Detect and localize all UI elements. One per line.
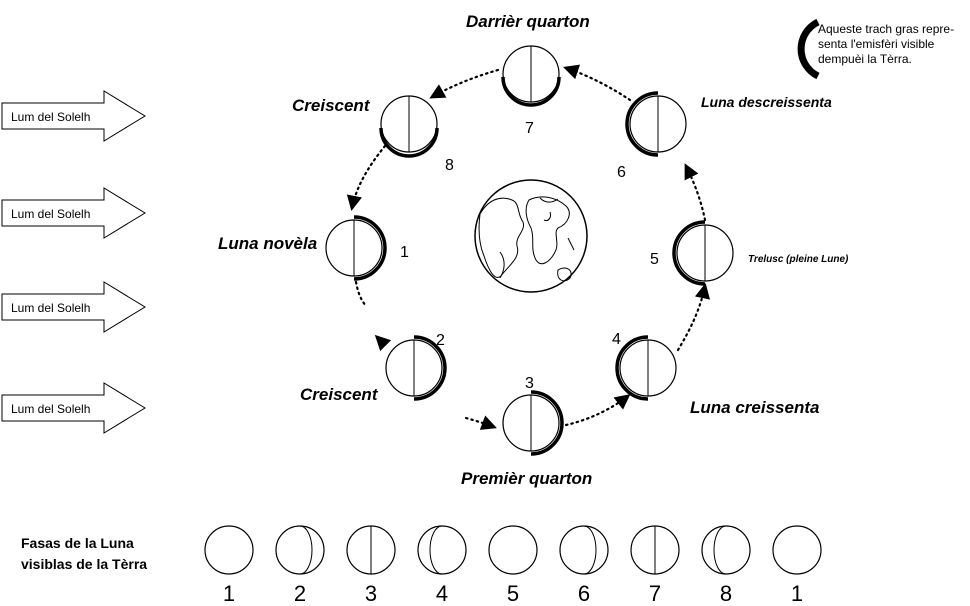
earth-globe — [474, 179, 588, 293]
number-8: 8 — [445, 157, 454, 174]
phase-1-icon — [204, 525, 254, 575]
orbit-arc-5-to-6 — [684, 163, 707, 222]
phase-number: 3 — [365, 581, 377, 606]
moon-4 — [615, 335, 677, 401]
orbit-labels: Luna novèla 1 Creiscent 2 Premièr quarto… — [218, 12, 849, 488]
sunlight-arrow: Lum del Solelh — [1, 90, 146, 142]
label-creiscent-lower: Creiscent — [300, 385, 379, 404]
phase-8-icon — [701, 525, 751, 575]
legend-line-3: dempuèi la Tèrra. — [818, 52, 912, 66]
phase-number: 6 — [578, 581, 590, 606]
moon-6 — [625, 91, 687, 157]
phase-number: 1 — [791, 581, 803, 606]
number-5: 5 — [650, 251, 659, 268]
phase-number: 5 — [507, 581, 519, 606]
moon-7 — [501, 45, 561, 107]
phase-2-icon — [275, 525, 325, 575]
orbit-arc-2-start — [374, 334, 392, 352]
sunlight-arrow: Lum del Solelh — [1, 382, 146, 434]
phases-row: Fasas de la Luna visiblas de la Tèrra — [21, 525, 822, 606]
phase-number: 1 — [223, 581, 235, 606]
phase-1-repeat-icon — [772, 525, 822, 575]
phase-7-icon — [630, 525, 680, 575]
sunlight-arrows: Lum del Solelh Lum del Solelh Lum del So… — [1, 90, 146, 434]
orbit-moons — [325, 45, 734, 456]
label-luna-novela: Luna novèla — [218, 234, 317, 253]
phase-3-icon — [346, 525, 396, 575]
sunlight-arrow-label: Lum del Solelh — [11, 301, 90, 315]
label-luna-creissenta: Luna creissenta — [690, 398, 819, 417]
phase-number: 7 — [649, 581, 661, 606]
number-2: 2 — [436, 332, 445, 349]
sunlight-arrow: Lum del Solelh — [1, 281, 146, 333]
phase-number: 4 — [436, 581, 448, 606]
orbit-path — [346, 64, 711, 430]
sunlight-arrow: Lum del Solelh — [1, 187, 146, 239]
orbit-arc-8-to-1 — [346, 144, 387, 212]
sunlight-arrow-label: Lum del Solelh — [11, 110, 90, 124]
phase-number: 2 — [294, 581, 306, 606]
sunlight-arrow-label: Lum del Solelh — [11, 207, 90, 221]
orbit-arc-2-to-3 — [464, 415, 497, 430]
phases-row-title-line2: visiblas de la Tèrra — [21, 556, 147, 572]
sunlight-arrow-label: Lum del Solelh — [11, 402, 90, 416]
label-trelusc: Trelusc (pleine Lune) — [748, 254, 849, 265]
orbit-arc-1-to-2 — [354, 280, 368, 308]
phase-number: 8 — [720, 581, 732, 606]
number-7: 7 — [525, 120, 534, 137]
phase-5-icon — [488, 525, 538, 575]
orbit-arc-7-to-8 — [429, 68, 500, 99]
moon-2 — [385, 335, 447, 401]
number-3: 3 — [525, 375, 534, 392]
number-6: 6 — [617, 164, 626, 181]
legend: Aqueste trach gras repre- senta l'emisfè… — [797, 18, 954, 80]
label-premier-quarton: Premièr quarton — [461, 469, 592, 488]
number-4: 4 — [612, 331, 621, 348]
legend-line-1: Aqueste trach gras repre- — [818, 22, 954, 36]
phases-row-title-line1: Fasas de la Luna — [21, 535, 134, 551]
moon-8 — [379, 95, 439, 158]
moon-1 — [325, 215, 387, 281]
phase-4-icon — [417, 525, 467, 575]
orbit-arc-3-to-4 — [564, 394, 631, 427]
moon-5 — [672, 220, 734, 286]
orbit-arc-4-to-5 — [676, 282, 711, 352]
phase-6-icon — [559, 525, 609, 575]
label-creiscent-upper: Creiscent — [292, 96, 371, 115]
legend-thick-arc-icon — [797, 18, 820, 80]
number-1: 1 — [400, 244, 409, 261]
orbit-arc-6-to-7 — [563, 64, 632, 102]
moon-3 — [502, 390, 564, 456]
label-darrier-quarton: Darrièr quarton — [466, 12, 590, 31]
legend-line-2: senta l'emisfèri visible — [818, 37, 935, 51]
label-luna-descreissenta: Luna descreissenta — [701, 94, 832, 110]
